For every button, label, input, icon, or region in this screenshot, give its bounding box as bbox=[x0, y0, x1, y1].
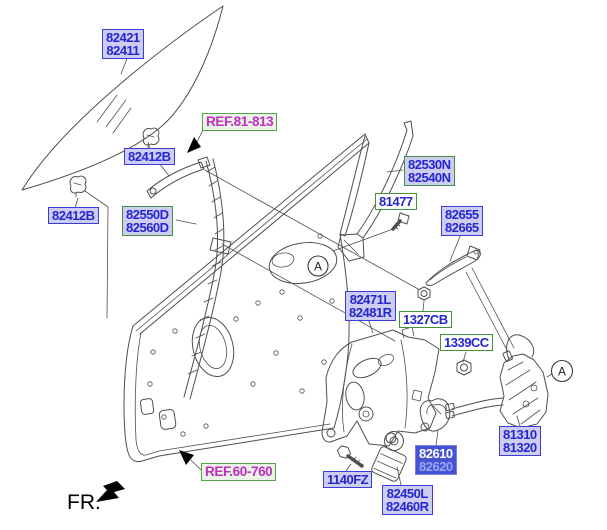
fr-direction-arrow bbox=[96, 481, 125, 502]
label-inner-handle-selected[interactable]: 82610 82620 bbox=[415, 445, 457, 475]
label-regulator-motor[interactable]: 82450L 82460R bbox=[382, 485, 433, 515]
fr-direction-label: FR. bbox=[67, 491, 101, 514]
part-number: 82620 bbox=[419, 459, 453, 474]
part-number: 82412B bbox=[52, 208, 95, 223]
label-front-channel[interactable]: 82550D 82560D bbox=[122, 206, 173, 236]
part-number: 82471L bbox=[349, 292, 392, 307]
inner-handle-drawing bbox=[419, 398, 451, 432]
window-regulator-drawing bbox=[321, 326, 440, 447]
glass-run-channel-drawing bbox=[337, 120, 414, 262]
part-number: 81310 bbox=[503, 427, 537, 442]
ref-81-813-arrow-icon bbox=[187, 137, 201, 153]
part-number: 82460R bbox=[386, 499, 429, 514]
front-channel-rail-drawing bbox=[183, 158, 232, 400]
callout-a-handle-letter: A bbox=[314, 260, 322, 274]
label-door-glass[interactable]: 82421 82411 bbox=[102, 29, 144, 59]
part-number: 82411 bbox=[106, 43, 140, 58]
glass-clip-lower-drawing bbox=[69, 175, 87, 198]
part-number: 82665 bbox=[445, 220, 479, 235]
label-bolt-81477[interactable]: 81477 bbox=[375, 193, 417, 210]
label-window-regulator[interactable]: 82471L 82481R bbox=[345, 291, 396, 321]
bolt-81477-drawing bbox=[391, 212, 410, 231]
label-handle-base[interactable]: 82655 82665 bbox=[441, 206, 483, 236]
part-number: 1140FZ bbox=[327, 472, 369, 487]
door-latch-drawing bbox=[445, 334, 549, 429]
label-glass-run-channel[interactable]: 82530N 82540N bbox=[404, 156, 455, 186]
part-number: 81477 bbox=[379, 194, 413, 209]
leader-lines bbox=[74, 55, 553, 486]
callout-a-latch-letter: A bbox=[558, 365, 566, 379]
channel-bracket-drawing bbox=[146, 156, 211, 199]
part-number: 82481R bbox=[349, 305, 392, 320]
part-number: 82550D bbox=[126, 207, 169, 222]
door-panel-drawing bbox=[123, 133, 370, 463]
nut-1339cc-drawing bbox=[456, 359, 472, 376]
part-number: 82560D bbox=[126, 220, 169, 235]
part-number: 82655 bbox=[445, 207, 479, 222]
label-glass-clip-lower[interactable]: 82412B bbox=[48, 207, 99, 224]
label-nut-1339cc[interactable]: 1339CC bbox=[440, 334, 493, 351]
label-nut-1327cb[interactable]: 1327CB bbox=[399, 311, 452, 328]
part-number: 82610 bbox=[419, 446, 453, 461]
part-number: 82421 bbox=[106, 30, 140, 45]
bolt-1140fz-drawing bbox=[336, 445, 364, 468]
part-number: 82530N bbox=[408, 157, 451, 172]
label-ref-81-813[interactable]: REF.81-813 bbox=[202, 113, 278, 131]
handle-base-drawing bbox=[425, 245, 515, 353]
nut-1327cb-drawing bbox=[417, 286, 431, 301]
part-number: 1327CB bbox=[403, 312, 448, 327]
part-number: 82412B bbox=[128, 149, 171, 164]
ref-60-760-arrow-icon bbox=[179, 450, 194, 465]
callout-a-handle: A bbox=[307, 255, 329, 277]
part-number: 1339CC bbox=[444, 335, 489, 350]
label-bolt-1140fz[interactable]: 1140FZ bbox=[323, 471, 373, 488]
label-door-latch[interactable]: 81310 81320 bbox=[499, 426, 541, 456]
label-ref-60-760[interactable]: REF.60-760 bbox=[201, 463, 277, 481]
part-number: 82450L bbox=[386, 486, 429, 501]
callout-a-latch: A bbox=[550, 359, 574, 383]
motor-drawing bbox=[371, 431, 407, 482]
door-glass-drawing bbox=[21, 5, 224, 191]
label-glass-clip-upper[interactable]: 82412B bbox=[124, 148, 175, 165]
part-number: 81320 bbox=[503, 440, 537, 455]
part-number: 82540N bbox=[408, 170, 451, 185]
